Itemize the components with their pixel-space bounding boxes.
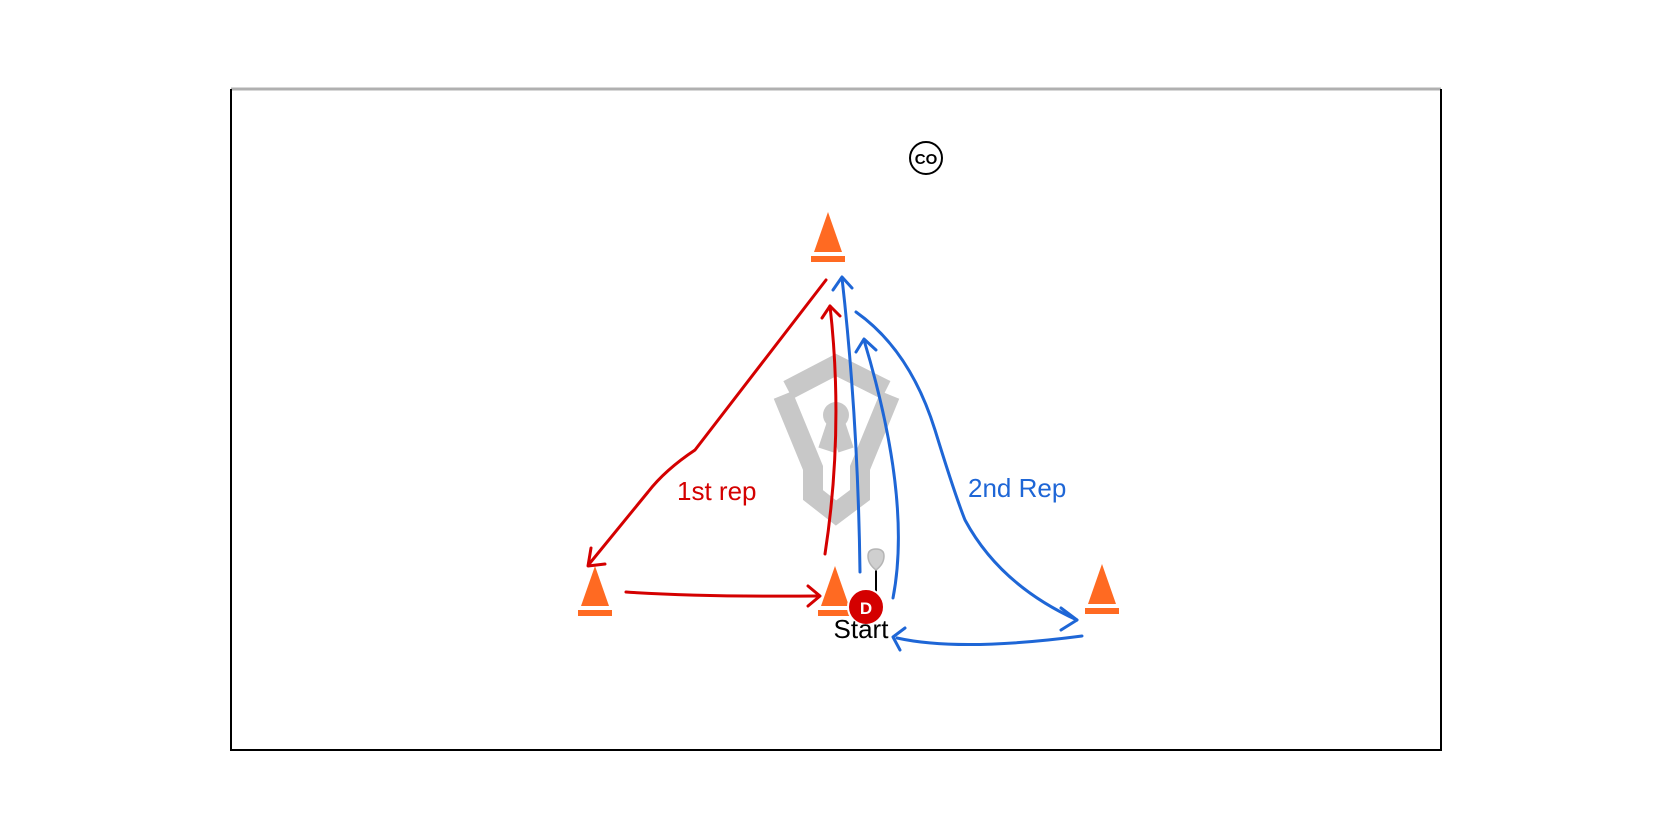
first-rep-arrowhead-1 — [586, 546, 607, 568]
traffic-cone-icon — [818, 566, 852, 616]
second-rep-run-2 — [862, 338, 900, 600]
coach-marker-label: CO — [915, 151, 938, 168]
first-rep-run-1 — [588, 278, 828, 565]
start-label: Start — [834, 614, 890, 644]
first-rep-path — [586, 278, 842, 608]
first-rep-run-3 — [823, 304, 838, 556]
second-rep-run-1 — [840, 276, 862, 574]
traffic-cone-icon — [1085, 564, 1119, 614]
first-rep-arrowhead-2 — [806, 584, 822, 608]
coach-marker: CO — [909, 141, 943, 175]
player-marker-label: D — [860, 599, 872, 618]
traffic-cone-icon — [811, 212, 845, 262]
first-rep-arrowhead-3 — [820, 304, 842, 320]
first-rep-run-2 — [624, 590, 820, 598]
second-rep-arrowhead-1 — [831, 275, 854, 292]
second-rep-arrowhead-3 — [1059, 606, 1079, 632]
player-marker: D — [847, 588, 885, 626]
second-rep-path — [831, 275, 1084, 652]
traffic-cone-icon — [578, 566, 612, 616]
second-rep-label: 2nd Rep — [968, 473, 1066, 503]
field-border — [230, 87, 1442, 751]
second-rep-arrowhead-4 — [891, 626, 907, 652]
second-rep-run-4 — [895, 634, 1084, 646]
second-rep-run-3 — [854, 310, 1079, 622]
first-rep-label: 1st rep — [677, 476, 757, 506]
second-rep-arrowhead-2 — [854, 337, 878, 354]
